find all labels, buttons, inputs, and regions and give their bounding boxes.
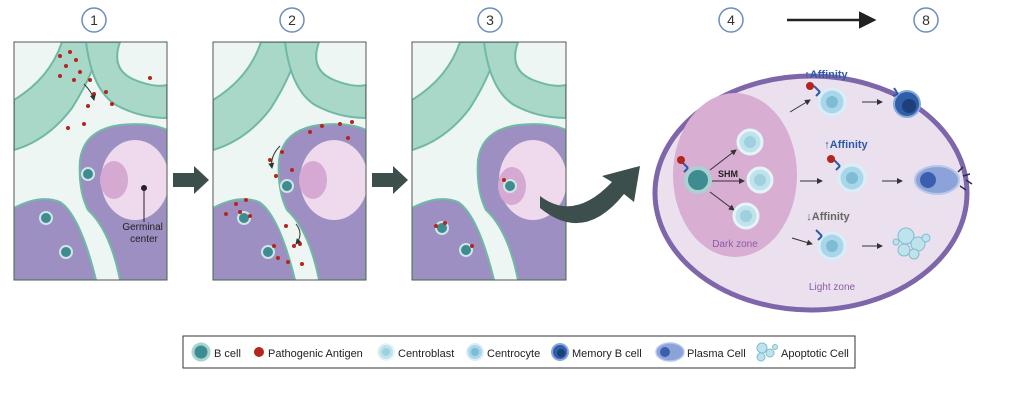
panel-3-frame [411, 41, 567, 281]
centrocyte-icon [466, 343, 484, 361]
germinal-center-label-line2: center [130, 234, 158, 245]
step-8-label: 8 [922, 12, 930, 28]
germinal-center-label-line1: Germinal [122, 222, 163, 233]
step-4-label: 4 [727, 12, 735, 28]
germinal-center-zoom: Dark zone Light zone SHM ↑Affinity ↑Affi… [652, 69, 973, 313]
b-cell [684, 166, 712, 194]
panel-3 [412, 42, 566, 280]
light-zone-label: Light zone [809, 282, 856, 293]
step-2-marker: 2 [279, 7, 305, 33]
step-8-marker: 8 [913, 7, 939, 33]
legend-label-antigen: Pathogenic Antigen [268, 348, 363, 360]
panel-1 [14, 42, 167, 280]
shm-label: SHM [718, 169, 738, 179]
b-cell-icon [191, 342, 211, 362]
step-3-marker: 3 [477, 7, 503, 33]
panel-2 [213, 42, 366, 280]
antigen [677, 156, 685, 164]
step-1-marker: 1 [81, 7, 107, 33]
legend: B cell Pathogenic Antigen Centroblast Ce… [182, 335, 856, 369]
legend-label-memory-b-cell: Memory B cell [572, 348, 642, 360]
step-3-label: 3 [486, 12, 494, 28]
centroblast-icon [377, 343, 395, 361]
step-4-marker: 4 [718, 7, 744, 33]
panel-arrow-1 [173, 166, 209, 194]
affinity-up-label-1: ↑Affinity [804, 69, 848, 81]
affinity-up-label-2: ↑Affinity [824, 139, 868, 151]
panel-2-frame [212, 41, 367, 281]
antigen-icon [254, 347, 264, 357]
legend-label-centroblast: Centroblast [398, 348, 454, 360]
zoom-arrow [540, 166, 640, 224]
memory-b-cell-icon [551, 343, 569, 361]
dark-zone-label: Dark zone [712, 239, 758, 250]
legend-label-plasma-cell: Plasma Cell [687, 348, 746, 360]
dark-zone [673, 93, 797, 257]
panel-1-frame [13, 41, 168, 281]
legend-label-centrocyte: Centrocyte [487, 348, 540, 360]
apoptotic-cell [892, 227, 931, 260]
affinity-down-label: ↓Affinity [806, 211, 850, 223]
step-1-label: 1 [90, 12, 98, 28]
legend-label-b-cell: B cell [214, 348, 241, 360]
plasma-cell-icon [655, 342, 685, 362]
germinal-center-label: Germinal center [122, 222, 165, 245]
apoptotic-cell-icon [756, 342, 778, 362]
step-2-label: 2 [288, 12, 296, 28]
panel-arrow-2 [372, 166, 408, 194]
legend-label-apoptotic-cell: Apoptotic Cell [781, 348, 849, 360]
